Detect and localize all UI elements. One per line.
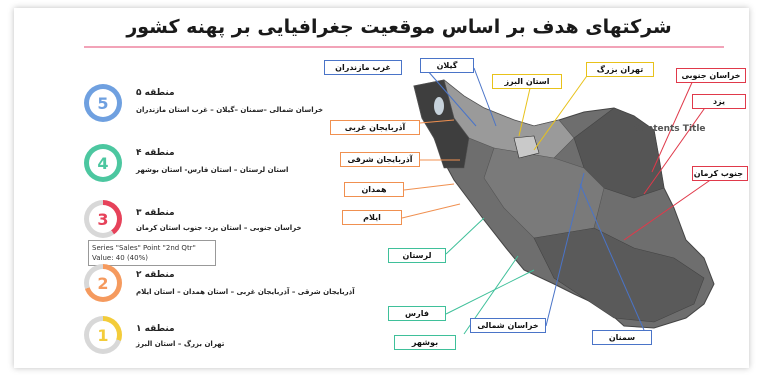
- label-bushehr: بوشهر: [394, 335, 456, 350]
- label-south-kerman: جنوب کرمان: [692, 166, 748, 181]
- label-yazd: یزد: [692, 94, 746, 109]
- map-tehran-area: [513, 135, 540, 159]
- label-gilan: گیلان: [420, 58, 474, 73]
- region-1-desc: تهران بزرگ – استان البرز: [136, 340, 225, 348]
- region-1-ring: 1: [84, 316, 122, 354]
- chart-tooltip: Series "Sales" Point "2nd Qtr" Value: 40…: [88, 240, 216, 266]
- connector-lines: [401, 67, 720, 335]
- region-1-number: 1: [89, 321, 117, 349]
- label-fars: فارس: [388, 306, 446, 321]
- title-underline: [84, 46, 724, 48]
- region-4-title: منطقه ۴: [136, 148, 175, 158]
- region-2-ring: 2: [84, 264, 122, 302]
- label-south-khorasan: خراسان جنوبی: [676, 68, 746, 83]
- tooltip-series: Series "Sales" Point "2nd Qtr": [92, 244, 196, 252]
- label-west-mazandaran: غرب مازندران: [324, 60, 402, 75]
- region-2-number: 2: [89, 269, 117, 297]
- label-north-khorasan: خراسان شمالی: [470, 318, 546, 333]
- region-4-desc: استان لرستان – استان فارس- استان بوشهر: [136, 166, 289, 174]
- region-4-ring: 4: [84, 144, 122, 182]
- region-3-ring: 3: [84, 200, 122, 238]
- region-4-number: 4: [89, 149, 117, 177]
- map-south-region: [533, 227, 705, 323]
- tooltip-value: Value: 40 (40%): [92, 254, 148, 262]
- region-5-desc: خراسان شمالی –سمنان –گیلان – غرب استان م…: [136, 106, 323, 114]
- label-alborz: استان البرز: [492, 74, 562, 89]
- region-5-number: 5: [89, 89, 117, 117]
- label-ilam: ایلام: [342, 210, 402, 225]
- map-lake: [434, 97, 444, 115]
- label-tehran: تهران بزرگ: [586, 62, 654, 77]
- iran-map: [401, 67, 720, 335]
- region-1-title: منطقه ۱: [136, 324, 175, 334]
- region-3-number: 3: [89, 205, 117, 233]
- contents-title: Contents Title: [634, 124, 706, 134]
- region-2-title: منطقه ۲: [136, 270, 175, 280]
- label-east-azarbaijan: آذربایجان شرقی: [340, 152, 420, 167]
- slide-title: شرکتهای هدف بر اساس موقعیت جغرافیایی بر …: [126, 16, 672, 38]
- region-5-title: منطقه ۵: [136, 88, 175, 98]
- region-5-ring: 5: [84, 84, 122, 122]
- label-hamedan: همدان: [344, 182, 404, 197]
- label-semnan: سمنان: [592, 330, 652, 345]
- region-3-desc: خراسان جنوبی – استان یزد- جنوب استان کرم…: [136, 224, 302, 232]
- label-west-azarbaijan: آذربایجان غربی: [330, 120, 420, 135]
- label-lorestan: لرستان: [388, 248, 446, 263]
- region-3-title: منطقه ۳: [136, 208, 175, 218]
- region-2-desc: آذربایجان شرقی – آذربایجان غربی – استان …: [136, 288, 355, 296]
- slide: شرکتهای هدف بر اساس موقعیت جغرافیایی بر …: [14, 8, 749, 368]
